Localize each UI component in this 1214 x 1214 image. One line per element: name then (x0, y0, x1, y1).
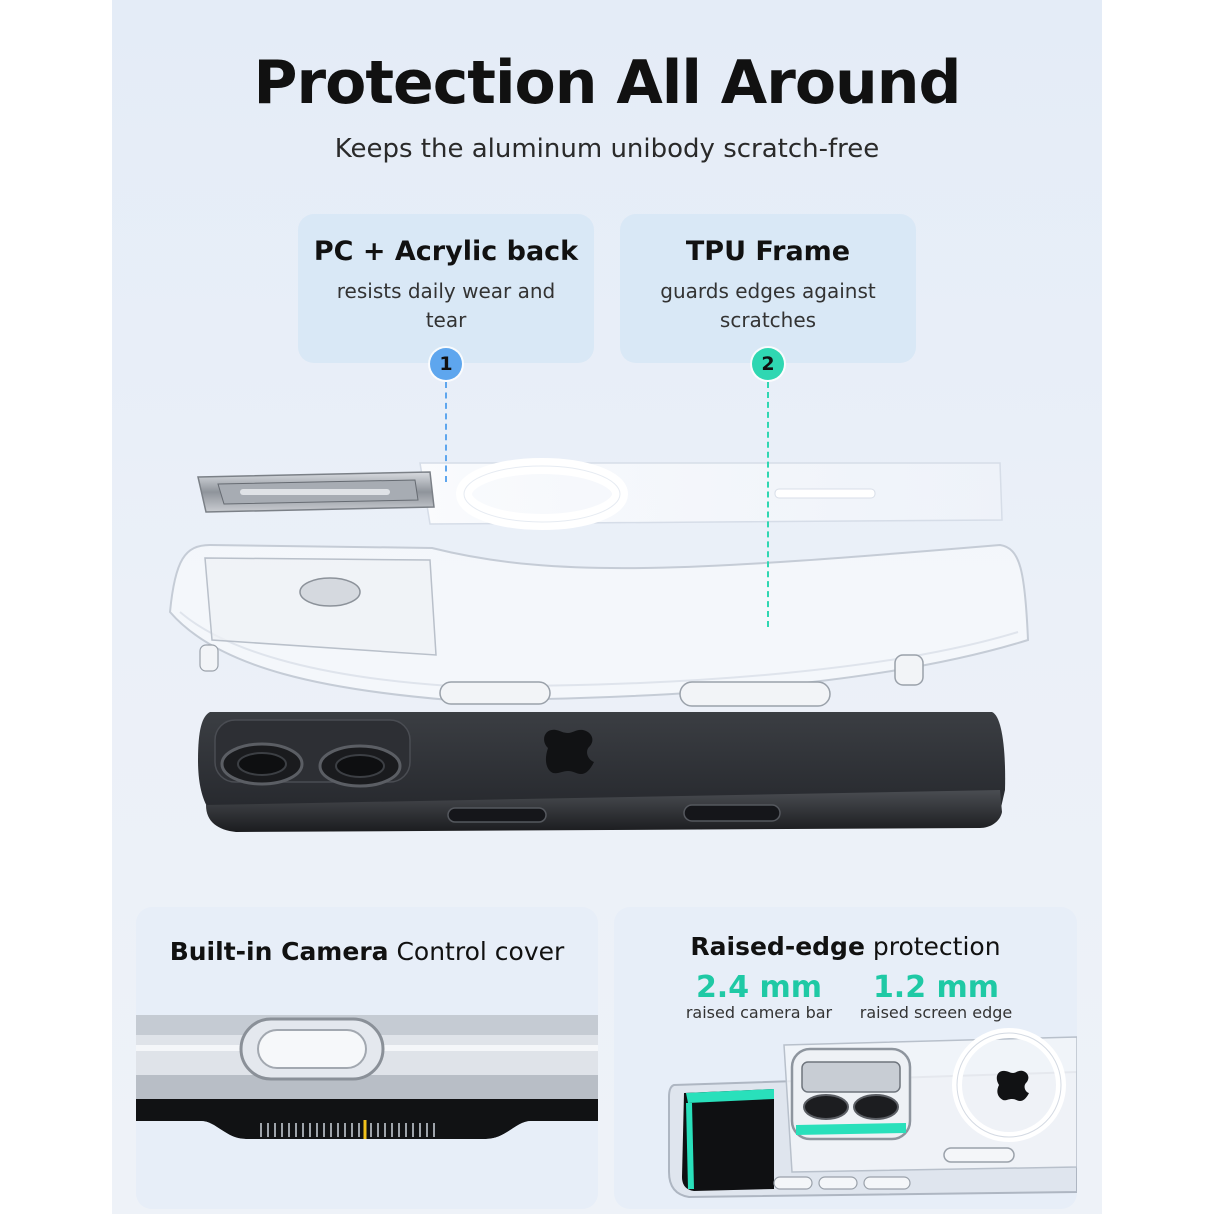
callout-badge-1: 1 (430, 348, 462, 380)
panel-title-rest: Control cover (388, 937, 565, 966)
back-plate (419, 458, 1003, 530)
spec-screen-edge: 1.2 mm raised screen edge (850, 970, 1022, 1022)
raised-edge-panel: Raised-edge protection 2.4 mm raised cam… (614, 907, 1077, 1209)
callout-card-back: PC + Acrylic back resists daily wear and… (298, 214, 594, 363)
panel-title: Raised-edge protection (614, 932, 1077, 961)
panel-title-rest: protection (864, 932, 1001, 961)
page-title: Protection All Around (253, 48, 962, 118)
spec-camera-bar: 2.4 mm raised camera bar (674, 970, 844, 1022)
spec-label: raised camera bar (685, 1003, 833, 1022)
panel-title: Built-in Camera Control cover (136, 937, 598, 966)
callout-title: PC + Acrylic back (313, 236, 579, 267)
spec-value: 1.2 mm (872, 970, 1000, 1005)
callout-badge-2: 2 (752, 348, 784, 380)
callout-card-frame: TPU Frame guards edges against scratches (620, 214, 916, 363)
spec-value: 2.4 mm (695, 970, 823, 1005)
left-margin (0, 0, 112, 1214)
callout-text: guards edges against scratches (660, 279, 876, 332)
camera-control-panel: Built-in Camera Control cover (136, 907, 598, 1209)
right-margin (1102, 0, 1214, 1214)
raised-edge-illustration (668, 1028, 1077, 1199)
callout-title: TPU Frame (685, 236, 851, 267)
tpu-frame (168, 543, 1030, 707)
camera-ring (197, 471, 435, 513)
phone-body (198, 712, 1006, 832)
exploded-case-illustration (168, 458, 1030, 832)
panel-title-bold: Raised-edge (690, 932, 865, 961)
panel-title-bold: Built-in Camera (169, 937, 389, 966)
camera-control-illustration (136, 1015, 598, 1209)
spec-label: raised screen edge (859, 1003, 1013, 1022)
callout-text: resists daily wear and tear (336, 279, 556, 332)
page-subtitle: Keeps the aluminum unibody scratch-free (334, 134, 880, 164)
callout-line-1 (445, 382, 447, 482)
callout-line-2 (767, 382, 769, 627)
